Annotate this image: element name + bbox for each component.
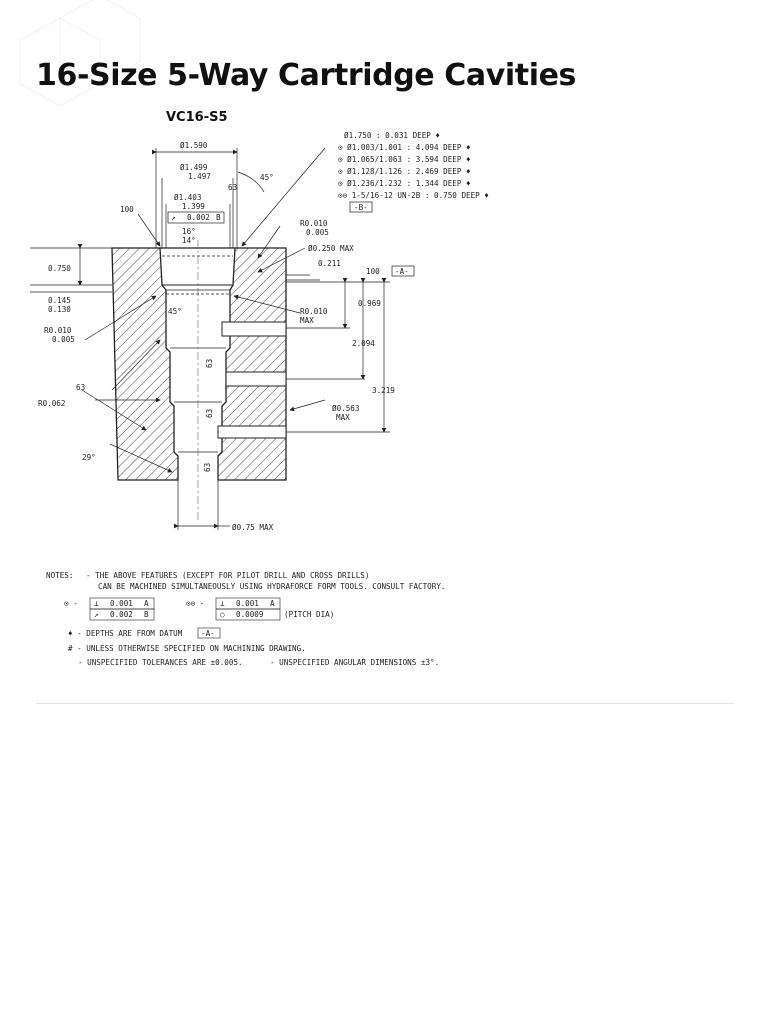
runout-symbol-1: ↗	[171, 213, 176, 222]
notes-label: NOTES:	[46, 571, 73, 580]
section-body	[111, 240, 287, 520]
angle-45-top: 45°	[260, 173, 274, 182]
dim-d1399: 1.399	[182, 202, 205, 211]
dim-d1590: Ø1.590	[180, 141, 208, 150]
runout-value-1: 0.002	[187, 213, 210, 222]
callout-bore-1750: Ø1.750 : 0.031 DEEP ♦	[344, 131, 440, 140]
finish-63-bore-1: 63	[205, 359, 214, 368]
datum-b: -B-	[354, 203, 368, 212]
callout-thread: ⊙⊙ 1-5/16-12 UN-2B : 0.750 DEEP ♦	[338, 191, 489, 200]
note-line-5: ♦ - DEPTHS ARE FROM DATUM	[68, 629, 183, 638]
note-tol-4c: (PITCH DIA)	[284, 610, 334, 619]
note-tol-2a: 0.002	[110, 610, 133, 619]
note-line-7: - UNSPECIFIED TOLERANCES ARE ±0.005.	[78, 658, 243, 667]
radius-r010-left: R0.010	[44, 326, 72, 335]
angle-29: 29°	[82, 453, 96, 462]
finish-100-right: 100	[366, 267, 380, 276]
note-tol-symbol-1: ⊙ -	[64, 599, 78, 608]
note-datum-a: -A-	[201, 629, 215, 638]
dim-d563-max: MAX	[336, 413, 350, 422]
dim-d0750: 0.750	[48, 264, 71, 273]
note-tol-1b: A	[144, 599, 149, 608]
note-line-8: - UNSPECIFIED ANGULAR DIMENSIONS ±3°.	[270, 658, 439, 667]
radius-r005-top: 0.005	[306, 228, 329, 237]
runout-ref-1: B	[216, 213, 221, 222]
finish-100-left: 100	[120, 205, 134, 214]
note-tol-3a: 0.001	[236, 599, 259, 608]
dim-d969: 0.969	[358, 299, 381, 308]
angle-16: 16°	[182, 227, 196, 236]
dimension-lines	[30, 147, 390, 530]
cavity-drawing: VC16-S5	[30, 110, 489, 667]
note-tol-4a: 0.0009	[236, 610, 264, 619]
notes-block: NOTES: - THE ABOVE FEATURES (EXCEPT FOR …	[46, 571, 445, 667]
dim-d211: 0.211	[318, 259, 341, 268]
note-tol-1a: 0.001	[110, 599, 133, 608]
callout-bore-1236: ⊙ Ø1.236/1.232 : 1.344 DEEP ♦	[338, 179, 471, 188]
note-tol-symbol-2: ⊙⊙ -	[186, 599, 204, 608]
page-title: 16-Size 5-Way Cartridge Cavities	[36, 58, 577, 93]
radius-r010-top: R0.010	[300, 219, 328, 228]
dim-d563: Ø0.563	[332, 404, 359, 413]
finish-63-top: 63	[228, 183, 237, 192]
dim-d3219: 3.219	[372, 386, 395, 395]
radius-r005-left: 0.005	[52, 335, 75, 344]
angle-45-inner: 45°	[168, 307, 182, 316]
note-tol-2b: B	[144, 610, 149, 619]
dim-d250: Ø0.250 MAX	[308, 244, 354, 253]
note-line-1: - THE ABOVE FEATURES (EXCEPT FOR PILOT D…	[86, 571, 369, 580]
note-circle-symbol: ○	[220, 610, 225, 619]
finish-63-left: 63	[76, 383, 85, 392]
callout-bore-1065: ⊙ Ø1.065/1.063 : 3.594 DEEP ♦	[338, 155, 471, 164]
radius-r062: R0.062	[38, 399, 65, 408]
note-tol-3b: A	[270, 599, 275, 608]
dim-d0145: 0.145	[48, 296, 71, 305]
model-number: VC16-S5	[166, 110, 228, 125]
dim-d2094: 2.094	[352, 339, 375, 348]
dim-d075: Ø0.75 MAX	[232, 523, 274, 532]
note-line-6: # - UNLESS OTHERWISE SPECIFIED ON MACHIN…	[68, 644, 306, 653]
note-perp-symbol-1: ⊥	[94, 599, 99, 608]
radius-r010-mid: R0.010	[300, 307, 328, 316]
finish-63-bore-3: 63	[203, 463, 212, 472]
dim-d1497: 1.497	[188, 172, 211, 181]
datum-a: -A-	[395, 267, 409, 276]
dim-d1403: Ø1.403	[174, 193, 201, 202]
radius-r010-max: MAX	[300, 316, 314, 325]
section-divider	[36, 703, 733, 704]
dim-d1499: Ø1.499	[180, 163, 208, 172]
note-runout-symbol: ↗	[94, 610, 99, 619]
finish-63-bore-2: 63	[205, 409, 214, 418]
note-line-2: CAN BE MACHINED SIMULTANEOUSLY USING HYD…	[98, 582, 445, 591]
hexagon-background-decoration	[19, 0, 141, 107]
callout-bore-1128: ⊙ Ø1.128/1.126 : 2.469 DEEP ♦	[338, 167, 471, 176]
note-perp-symbol-2: ⊥	[220, 599, 225, 608]
callout-bore-1003: ⊙ Ø1.003/1.001 : 4.094 DEEP ♦	[338, 143, 471, 152]
dim-d0130: 0.130	[48, 305, 71, 314]
angle-14: 14°	[182, 236, 196, 245]
